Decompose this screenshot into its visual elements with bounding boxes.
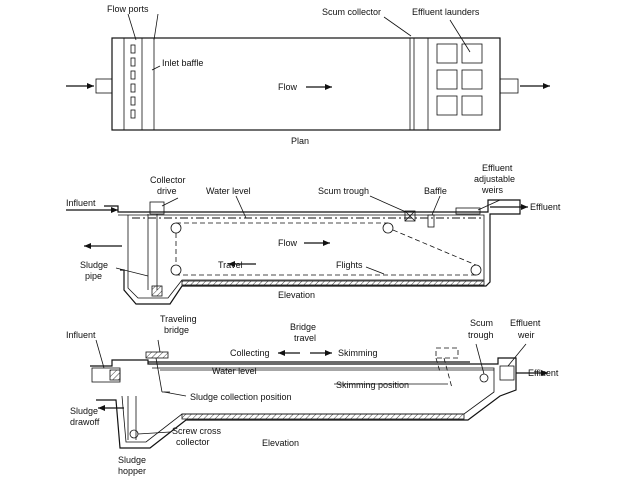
label-effluent-1: Effluent xyxy=(482,163,513,173)
label-travel: Travel xyxy=(218,260,243,270)
effluent-weir-leader xyxy=(507,343,527,367)
elevation-a-view: Collector drive Water level Scum trough … xyxy=(66,163,561,305)
elev-b-inlet-hatch xyxy=(109,369,121,381)
label-skimming-position: Skimming position xyxy=(336,380,409,390)
label-weirs: weirs xyxy=(481,185,504,195)
elev-a-tank-outline xyxy=(104,199,521,305)
label-bridge: bridge xyxy=(164,325,189,335)
scum-trough-b-leader xyxy=(475,343,485,375)
label-sludge-collection: Sludge collection position xyxy=(190,392,292,402)
baffle-a xyxy=(427,214,435,228)
sprocket-2 xyxy=(170,264,182,276)
elev-b-scum-trough xyxy=(479,373,489,383)
flow-ports-leader-2 xyxy=(153,13,159,41)
effluent-launder-boxes xyxy=(436,43,483,116)
flights-leader xyxy=(365,266,385,275)
inlet-baffle-leader xyxy=(151,65,161,71)
traveling-bridge-right xyxy=(435,347,459,359)
adjustable-weir xyxy=(455,207,481,215)
water-level-leader xyxy=(235,195,247,219)
flow-ports-leader xyxy=(127,13,137,41)
label-elev-a-scum-trough: Scum trough xyxy=(318,186,369,196)
label-flights: Flights xyxy=(336,260,363,270)
plan-view: Flow ports Scum collector Effluent laund… xyxy=(66,4,550,146)
label-elev-a-water-level: Water level xyxy=(206,186,251,196)
scum-trough-leader xyxy=(369,195,407,213)
plan-outlet-pipe xyxy=(499,78,519,94)
screw-collector xyxy=(129,429,139,439)
bridge-arm-left xyxy=(155,357,163,393)
label-inlet-baffle: Inlet baffle xyxy=(162,58,203,68)
traveling-bridge-left xyxy=(145,351,169,359)
label-scum: Scum xyxy=(470,318,493,328)
elev-a-floor-hatch xyxy=(181,280,485,286)
label-sludge-hopper-1: Sludge xyxy=(118,455,146,465)
scum-collector-leader xyxy=(383,16,412,37)
label-effluent-weir-2: weir xyxy=(517,330,535,340)
elev-b-floor-hatch xyxy=(181,413,465,420)
plan-inlet-pipe xyxy=(95,78,113,94)
label-collector: Collector xyxy=(150,175,186,185)
screw-collector-leader xyxy=(137,431,171,435)
label-flow-ports: Flow ports xyxy=(107,4,149,14)
baffle-leader xyxy=(431,195,441,216)
label-elev-a-flow: Flow xyxy=(278,238,298,248)
effluent-launders-leader xyxy=(449,19,471,53)
label-sludge-drawoff-2: drawoff xyxy=(70,417,100,427)
elev-b-effluent-box xyxy=(499,365,515,381)
label-adjustable: adjustable xyxy=(474,174,515,184)
label-elev-b-influent: Influent xyxy=(66,330,96,340)
chain-loop xyxy=(175,222,477,276)
label-elev-a-title: Elevation xyxy=(278,290,315,300)
label-collecting: Collecting xyxy=(230,348,270,358)
label-bridge-travel-2: travel xyxy=(294,333,316,343)
label-elev-a-influent: Influent xyxy=(66,198,96,208)
label-plan-flow: Flow xyxy=(278,82,298,92)
label-skimming: Skimming xyxy=(338,348,378,358)
label-pipe: pipe xyxy=(85,271,102,281)
label-effluent-weir-1: Effluent xyxy=(510,318,541,328)
sludge-pipe-leader xyxy=(115,267,149,277)
label-plan-title: Plan xyxy=(291,136,309,146)
label-elev-b-title: Elevation xyxy=(262,438,299,448)
sprocket-1 xyxy=(170,222,182,234)
elev-a-tank-inner xyxy=(118,214,485,299)
sprocket-3 xyxy=(470,264,482,276)
label-sludge-hopper-2: hopper xyxy=(118,466,146,476)
elevation-b-view: Traveling bridge Bridge travel Collectin… xyxy=(66,314,559,476)
label-bridge-travel-1: Bridge xyxy=(290,322,316,332)
label-trough: trough xyxy=(468,330,494,340)
sludge-hopper-a xyxy=(151,285,163,297)
weir-leader xyxy=(477,199,501,211)
flow-port-slots xyxy=(130,44,136,119)
label-elev-b-water-level: Water level xyxy=(212,366,257,376)
label-drive: drive xyxy=(157,186,177,196)
label-sludge: Sludge xyxy=(80,260,108,270)
sludge-collection-leader xyxy=(163,391,187,397)
scum-trough-a xyxy=(404,210,416,222)
sprocket-4 xyxy=(382,222,394,234)
label-traveling: Traveling xyxy=(160,314,197,324)
plan-tank-outline xyxy=(111,37,501,131)
label-scum-collector: Scum collector xyxy=(322,7,381,17)
bridge-arm-right xyxy=(443,357,453,389)
elev-b-tank-outline xyxy=(90,357,517,449)
label-elev-b-effluent: Effluent xyxy=(528,368,559,378)
label-effluent-launders: Effluent launders xyxy=(412,7,480,17)
label-collector-b: collector xyxy=(176,437,210,447)
label-screw-cross: Screw cross xyxy=(172,426,222,436)
traveling-bridge-leader xyxy=(157,339,161,353)
label-sludge-drawoff-1: Sludge xyxy=(70,406,98,416)
label-elev-a-effluent: Effluent xyxy=(530,202,561,212)
collector-drive-leader xyxy=(161,197,179,207)
elev-b-influent-leader xyxy=(95,339,105,369)
label-baffle: Baffle xyxy=(424,186,447,196)
